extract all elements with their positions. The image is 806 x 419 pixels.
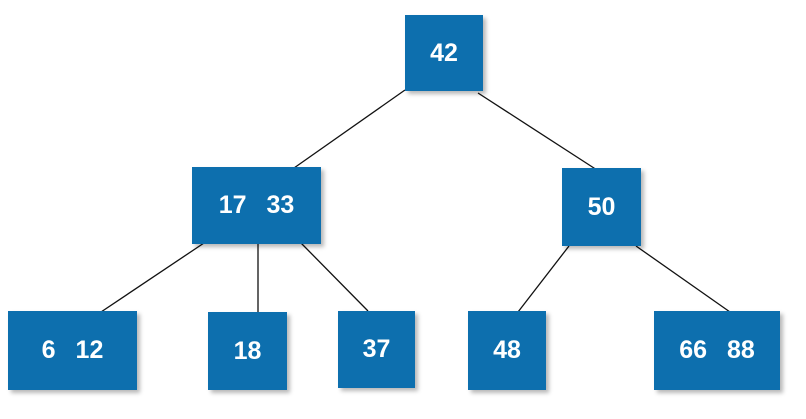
edge-17-33-to-37 [300, 242, 369, 312]
node-key: 88 [727, 336, 755, 364]
node-key: 17 [218, 191, 247, 219]
root-node: 42 [405, 15, 483, 91]
edge-42-to-50 [477, 92, 598, 171]
node-key: 33 [266, 191, 295, 219]
edge-42-to-17-33 [293, 89, 406, 169]
edge-50-to-66-88 [635, 245, 731, 313]
node-key: 12 [75, 336, 104, 364]
internal-node-right: 50 [562, 168, 641, 246]
node-key: 18 [233, 336, 262, 365]
leaf-node-5: 66 88 [654, 311, 780, 390]
edge-50-to-48 [517, 245, 570, 313]
leaf-node-1: 6 12 [8, 311, 137, 390]
node-key: 66 [679, 336, 707, 364]
internal-node-left: 17 33 [192, 167, 321, 244]
node-key: 50 [587, 192, 616, 221]
edge-17-33-to-6-12 [97, 242, 205, 315]
leaf-node-4: 48 [468, 311, 546, 390]
leaf-node-2: 18 [208, 312, 287, 390]
node-key: 48 [493, 336, 521, 364]
leaf-node-3: 37 [338, 311, 415, 388]
node-key: 42 [430, 38, 458, 67]
node-key: 37 [362, 335, 391, 363]
node-key: 6 [41, 336, 56, 364]
